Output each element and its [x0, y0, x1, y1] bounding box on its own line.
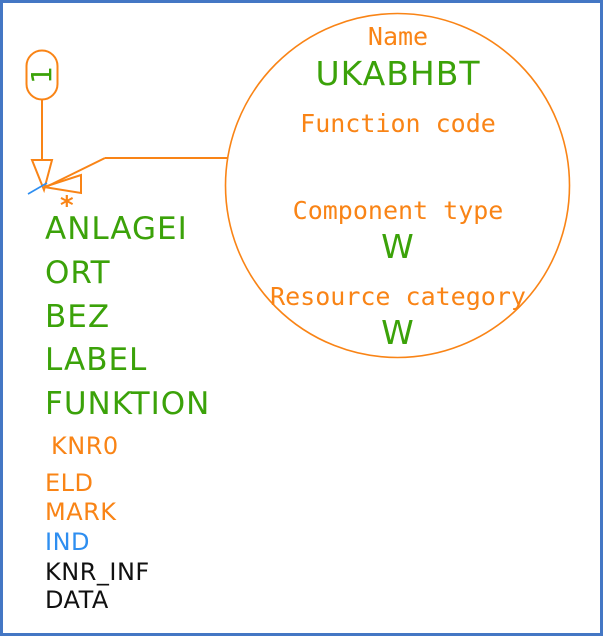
field-value-component-type[interactable]: W: [381, 227, 415, 266]
attribute-label[interactable]: LABEL: [45, 342, 148, 378]
entity-circle[interactable]: [224, 12, 571, 359]
attribute-eld[interactable]: ELD: [45, 469, 94, 497]
field-label-component-type: Component type: [292, 196, 504, 225]
field-value-resource-category[interactable]: W: [381, 313, 415, 352]
arrowhead-down: [30, 159, 54, 194]
attribute-knr-inf[interactable]: KNR_INF: [45, 558, 150, 586]
attribute-data[interactable]: DATA: [45, 586, 109, 614]
attribute-ort[interactable]: ORT: [45, 255, 111, 291]
attribute-anlagei[interactable]: ANLAGEI: [45, 211, 188, 247]
cardinality-value: 1: [24, 66, 58, 84]
cardinality-label: 1: [24, 52, 58, 98]
field-label-name: Name: [367, 22, 429, 51]
attribute-bez[interactable]: BEZ: [45, 299, 111, 335]
attribute-mark[interactable]: MARK: [45, 498, 117, 526]
attribute-knr0[interactable]: KNR0: [51, 432, 119, 460]
field-value-name[interactable]: UKABHBT: [315, 54, 481, 93]
attribute-funktion[interactable]: FUNKTION: [45, 386, 211, 422]
field-label-function-code: Function code: [300, 109, 496, 138]
cardinality-stadium[interactable]: [25, 49, 59, 101]
junction-tick-icon: [27, 182, 48, 195]
field-value-function-code[interactable]: [226, 140, 570, 173]
arrowhead-left: [43, 173, 82, 195]
field-label-resource-category: Resource category: [270, 282, 526, 311]
connector-diagonal: [47, 157, 106, 187]
attribute-ind[interactable]: IND: [45, 528, 91, 556]
mandatory-marker-icon: *: [60, 191, 74, 221]
